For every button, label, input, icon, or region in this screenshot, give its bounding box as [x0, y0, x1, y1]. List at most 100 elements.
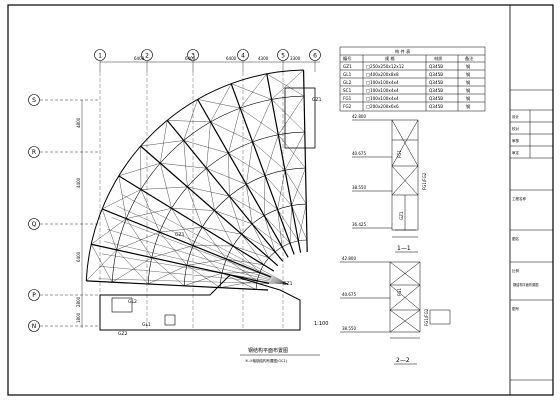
s1-member-1: FG1: [397, 150, 402, 158]
tb-row-2: 校对: [512, 126, 520, 131]
plan-brace: [264, 134, 279, 176]
table-title: 构 件 表: [395, 48, 411, 55]
table-cell-r4-c3: 钢: [466, 95, 470, 102]
plan-brace: [252, 99, 272, 142]
member-table-text: 构 件 表 编号 规 格 材质 备注: [343, 48, 474, 62]
s1-member-2: FG1/FG2: [422, 172, 427, 190]
table-cell-r2-c1: □100x100x4x4: [366, 80, 399, 85]
plan-brace: [101, 208, 117, 250]
table-cell-r0-c0: GZ1: [343, 64, 352, 69]
plan-column-box: [164, 314, 176, 326]
table-cell-r5-c3: 钢: [466, 103, 470, 110]
table-cell-r1-c2: Q345B: [429, 72, 443, 77]
plan-brace: [284, 170, 307, 205]
plan-rib-2: [101, 208, 272, 278]
plan-brace: [148, 265, 187, 285]
plan-brace: [289, 205, 292, 244]
plan-brace: [264, 215, 276, 252]
axis-bubble-R: [28, 146, 40, 158]
plan-brace: [220, 280, 258, 288]
plan-brace: [298, 203, 307, 241]
plan-brace: [240, 107, 279, 135]
plan-brace: [232, 245, 260, 273]
axis-label-R: R: [32, 149, 36, 156]
axis-bubble-6: [309, 49, 321, 61]
plan-brace: [228, 153, 230, 197]
plan-rib-7: [230, 83, 295, 255]
plan-brace: [187, 186, 230, 197]
plan-rib-5: [166, 119, 284, 262]
tb-row-7: 比例: [512, 268, 520, 273]
plan-brace: [160, 163, 172, 209]
plan-brace: [183, 99, 198, 141]
table-cell-r3-c1: □100x100x4x4: [366, 88, 399, 93]
plan-brace: [206, 121, 211, 169]
roof-plan: [85, 69, 316, 331]
table-cell-r5-c0: FG2: [343, 104, 352, 109]
plan-brace: [291, 205, 308, 241]
plan-brace: [229, 195, 265, 216]
tb-row-8: 图号: [512, 306, 520, 311]
plan-brace: [202, 226, 242, 235]
plan-arc-1: [219, 203, 307, 288]
plan-brace: [91, 244, 113, 283]
s2-member-2: FG1/FG2: [424, 308, 429, 326]
axis-bubble-4: [237, 49, 249, 61]
plan-brace: [277, 209, 283, 247]
plan-brace: [277, 170, 286, 210]
axis-label-S: S: [32, 97, 36, 104]
plan-brace: [232, 245, 269, 258]
section-1-1: [352, 119, 419, 238]
section-2-2-label: 2—2: [396, 357, 410, 364]
plan-brace: [246, 141, 253, 185]
plan-arc-5: [85, 69, 304, 281]
plan-tie: [107, 229, 289, 285]
table-cell-r0-c1: □250x250x12x12: [366, 64, 404, 69]
tb-row-6: 图名: [512, 236, 519, 241]
plan-brace: [160, 163, 207, 169]
plan-brace: [186, 258, 227, 266]
plan-tie: [101, 253, 289, 285]
axis-bubble-S: [28, 94, 40, 106]
title-block-text: 设计 校对 审核 审定 工程名称 图名 比例 图号 钢结构平面布置图: [512, 114, 539, 311]
plan-tie: [111, 217, 289, 285]
s2-elev-2: 40.675: [342, 292, 356, 297]
plan-brace: [210, 121, 253, 143]
plan-brace: [126, 218, 152, 258]
table-cell-r2-c0: GL2: [343, 80, 352, 85]
top-dimensions: 6400 6400 6400 4300 3300: [100, 56, 320, 63]
section-2-2-text: 42.800 40.675 38.550 FG1 FG1/FG2 2—2: [342, 256, 429, 364]
dim-left-4: 2800: [76, 296, 81, 307]
plan-brace: [241, 234, 264, 265]
dim-top-5: 3300: [290, 56, 301, 61]
table-cell-r5-c1: □200x200x6x6: [366, 104, 399, 109]
plan-brace: [214, 210, 253, 225]
plan-brace: [240, 73, 267, 109]
plan-brace: [116, 231, 160, 251]
member-table: [339, 46, 486, 112]
dim-left-2: 4400: [76, 177, 81, 188]
table-cell-r5-c2: Q345B: [429, 104, 443, 109]
s1-elev-2: 40.675: [352, 151, 366, 156]
plan-rib-8: [266, 73, 302, 253]
plan-brace: [264, 215, 291, 244]
plan-brace: [229, 196, 242, 235]
axis-label-4: 4: [241, 53, 245, 60]
dim-top-3: 6400: [226, 56, 237, 61]
plan-caption: ⑤-⑦轴钢结构布置图(GC1): [245, 358, 288, 363]
plan-brace: [159, 232, 188, 266]
axis-bubble-5: [277, 49, 289, 61]
table-cell-r4-c1: □100x100x4x4: [366, 96, 399, 101]
tb-row-4: 审定: [512, 150, 520, 155]
plan-tie: [116, 205, 289, 285]
plan-brace: [140, 140, 184, 147]
axis-bubble-Q: [28, 218, 40, 230]
table-cell-r2-c3: 钢: [466, 79, 470, 86]
plan-top-bay: [284, 87, 316, 149]
plan-rib-0: [86, 280, 269, 291]
plan-brace: [278, 134, 306, 169]
plan-brace: [160, 120, 168, 164]
plan-brace: [291, 167, 306, 206]
plan-brace: [264, 175, 292, 206]
tb-row-1: 设计: [512, 114, 520, 119]
